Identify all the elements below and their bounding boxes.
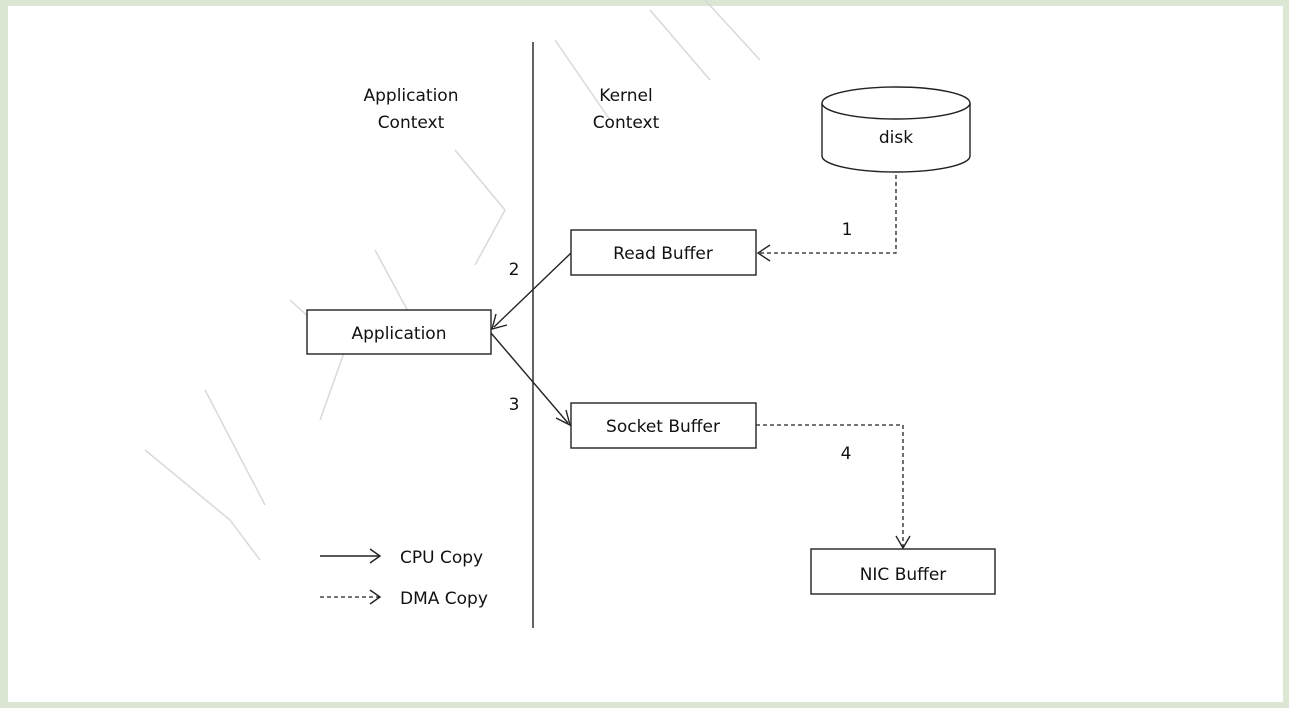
dma-copy-step-4-arrow: [756, 424, 911, 550]
legend-dma-copy-label: DMA Copy: [400, 589, 488, 609]
legend-cpu-copy-label: CPU Copy: [400, 548, 483, 568]
application-label: Application: [352, 324, 447, 344]
legend-cpu-copy: CPU Copy: [320, 548, 483, 568]
legend: CPU Copy DMA Copy: [320, 548, 488, 609]
socket-buffer-node: Socket Buffer: [570, 402, 757, 449]
nic-buffer-label: NIC Buffer: [860, 565, 947, 585]
step-3-label: 3: [509, 395, 520, 415]
application-node: Application: [306, 309, 492, 355]
legend-dma-copy: DMA Copy: [320, 589, 488, 609]
step-1-label: 1: [842, 220, 853, 240]
read-buffer-label: Read Buffer: [613, 244, 713, 264]
dma-copy-step-1-arrow: [756, 175, 897, 262]
step-2-label: 2: [509, 260, 520, 280]
nic-buffer-node: NIC Buffer: [810, 548, 996, 595]
disk-node: disk: [821, 86, 971, 173]
disk-label: disk: [879, 128, 913, 148]
socket-buffer-label: Socket Buffer: [606, 417, 720, 437]
application-context-line1: Application: [364, 86, 459, 106]
watermark-glyphs: [144, 0, 761, 561]
step-4-label: 4: [841, 444, 852, 464]
read-buffer-node: Read Buffer: [570, 229, 757, 276]
cpu-copy-step-3-arrow: [490, 332, 572, 427]
diagram-panel: [8, 6, 1283, 702]
kernel-context-line2: Context: [593, 113, 660, 133]
application-context-line2: Context: [378, 113, 445, 133]
cpu-copy-step-2-arrow: [491, 252, 572, 330]
kernel-context-line1: Kernel: [599, 86, 652, 106]
